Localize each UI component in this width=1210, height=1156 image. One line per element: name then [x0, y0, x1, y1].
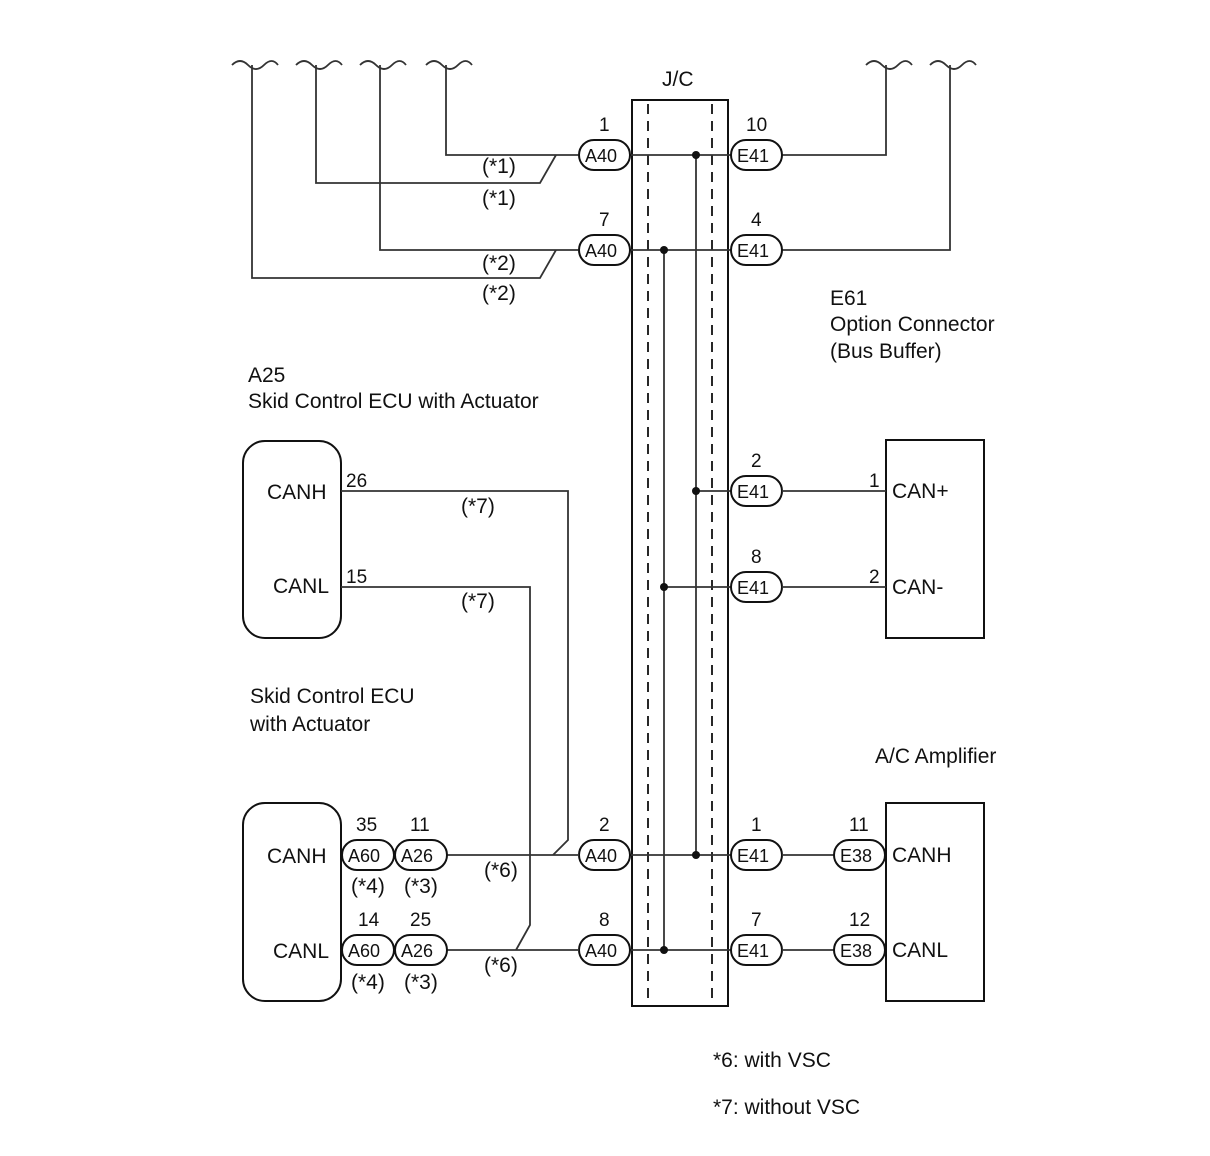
e41-connector-pin2: 2 E41: [730, 451, 783, 507]
a40-connector-pin8: 8 A40: [578, 910, 631, 966]
pin-number: 8: [751, 547, 762, 568]
note-star1-b: (*1): [482, 187, 516, 210]
lower-bus-wires: [447, 854, 834, 951]
e61-id: E61: [830, 287, 867, 310]
ac-pin-canh: CANH: [892, 844, 952, 867]
legend-star7: *7: without VSC: [713, 1096, 860, 1119]
a40-connector-pin1: 1 A40: [578, 115, 631, 171]
jc-internal-bus: [630, 154, 736, 951]
ac-pin-canl: CANL: [892, 939, 948, 962]
e61-sub: (Bus Buffer): [830, 340, 942, 363]
pin-number: 35: [356, 815, 377, 836]
pin-number: 8: [599, 910, 610, 931]
a26-connector-pin11: 11 A26 (*3): [394, 815, 448, 898]
connector-id: A40: [585, 941, 617, 961]
a25-wires: [341, 490, 569, 951]
note-star6-b: (*6): [484, 954, 518, 977]
pin-number: 14: [358, 910, 380, 931]
e61-pin2-num: 2: [869, 567, 880, 588]
connector-id: E41: [737, 846, 769, 866]
bus-junction-dots: [660, 151, 700, 954]
pin-number: 2: [599, 815, 610, 836]
a25-id: A25: [248, 364, 285, 387]
a25-pin15: 15: [346, 567, 367, 588]
a25-pin-canl: CANL: [273, 575, 329, 598]
a26-connector-pin25: 25 A26 (*3): [394, 910, 448, 994]
skid-ecu-box: [242, 802, 342, 1002]
e61-pin1-num: 1: [869, 471, 880, 492]
scecu-line2: with Actuator: [249, 713, 370, 736]
a60-connector-pin14: 14 A60 (*4): [341, 910, 395, 994]
pin-number: 7: [599, 210, 610, 231]
e41-connector-pin7: 7 E41: [730, 910, 783, 966]
e41-connector-pin4: 4 E41: [730, 210, 783, 266]
option-connector-box: [885, 439, 985, 639]
connector-id: E38: [840, 846, 872, 866]
pin-number: 7: [751, 910, 762, 931]
scecu-pin-canh: CANH: [267, 845, 327, 868]
e61-name: Option Connector: [830, 313, 995, 336]
connector-id: A60: [348, 846, 380, 866]
note-star7-b: (*7): [461, 590, 495, 613]
note-star2-b: (*2): [482, 282, 516, 305]
connector-id: E41: [737, 241, 769, 261]
pin-number: 12: [849, 910, 870, 931]
a40-connector-pin7: 7 A40: [578, 210, 631, 266]
pin-number: 25: [410, 910, 431, 931]
top-right-wires: [782, 65, 951, 251]
e41-connector-pin8: 8 E41: [730, 547, 783, 603]
jc-label: J/C: [662, 68, 694, 91]
connector-id: A26: [401, 846, 433, 866]
a25-pin26: 26: [346, 471, 367, 492]
note-star2-a: (*2): [482, 252, 516, 275]
a25-ecu-box: [242, 440, 342, 639]
e38-connector-pin11: 11 E38: [833, 815, 886, 871]
connector-id: A26: [401, 941, 433, 961]
pin-number: 10: [746, 115, 767, 136]
a25-name: Skid Control ECU with Actuator: [248, 390, 539, 413]
connector-id: E41: [737, 482, 769, 502]
e61-pin-can-minus: CAN-: [892, 576, 943, 599]
a40-connector-pin2: 2 A40: [578, 815, 631, 871]
note: (*4): [351, 875, 385, 898]
e61-pin-can-plus: CAN+: [892, 480, 949, 503]
pin-number: 4: [751, 210, 762, 231]
note: (*3): [404, 875, 438, 898]
a25-pin-canh: CANH: [267, 481, 327, 504]
legend-star6: *6: with VSC: [713, 1049, 831, 1072]
connector-id: A60: [348, 941, 380, 961]
connector-id: E41: [737, 941, 769, 961]
note: (*4): [351, 971, 385, 994]
ac-name: A/C Amplifier: [875, 745, 996, 768]
connector-id: E41: [737, 578, 769, 598]
connector-id: A40: [585, 241, 617, 261]
connector-id: A40: [585, 846, 617, 866]
pin-number: 11: [849, 815, 869, 836]
note-star6-a: (*6): [484, 859, 518, 882]
junction-connector-box: [631, 99, 729, 1007]
ac-amplifier-box: [885, 802, 985, 1002]
scecu-line1: Skid Control ECU: [250, 685, 415, 708]
connector-id: E41: [737, 146, 769, 166]
pin-number: 11: [410, 815, 430, 836]
note-star7-a: (*7): [461, 495, 495, 518]
connector-id: E38: [840, 941, 872, 961]
connector-id: A40: [585, 146, 617, 166]
e41-connector-pin1: 1 E41: [730, 815, 783, 871]
scecu-pin-canl: CANL: [273, 940, 329, 963]
e41-connector-pin10: 10 E41: [730, 115, 783, 171]
pin-number: 1: [751, 815, 762, 836]
e38-connector-pin12: 12 E38: [833, 910, 886, 966]
wire-break-marks: [231, 60, 977, 70]
note: (*3): [404, 971, 438, 994]
note-star1-a: (*1): [482, 155, 516, 178]
a60-connector-pin35: 35 A60 (*4): [341, 815, 395, 898]
pin-number: 1: [599, 115, 610, 136]
pin-number: 2: [751, 451, 762, 472]
top-left-wires: [251, 65, 578, 279]
